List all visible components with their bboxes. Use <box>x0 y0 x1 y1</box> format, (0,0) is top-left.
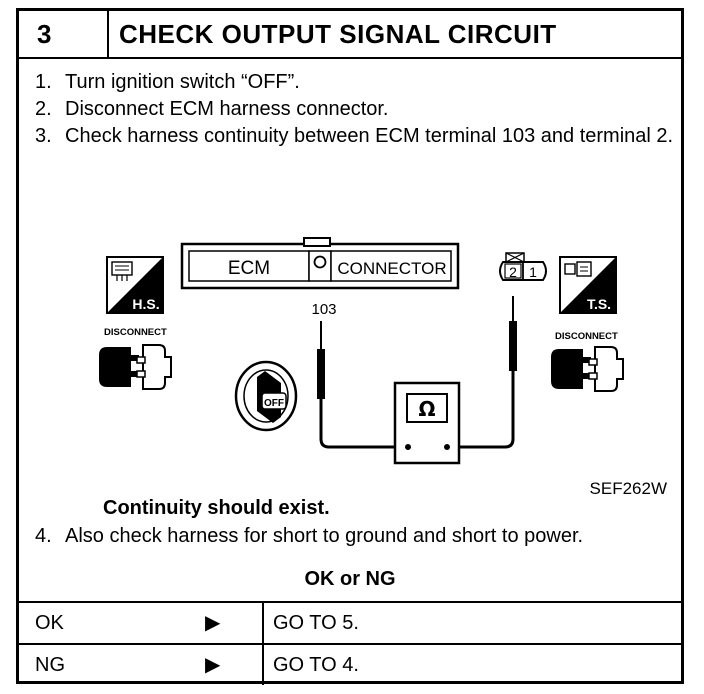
procedure-title: CHECK OUTPUT SIGNAL CIRCUIT <box>119 19 557 49</box>
instruction-text: Turn ignition switch “OFF”. <box>65 71 300 93</box>
instruction-item: 3. Check harness continuity between ECM … <box>35 123 675 150</box>
ecm-label: ECM <box>228 258 270 279</box>
ohmmeter: Ω <box>393 381 461 465</box>
hs-label: H.S. <box>132 296 159 312</box>
disconnect-left-label: DISCONNECT <box>104 327 167 338</box>
ignition-key-icon: OFF <box>234 360 298 432</box>
instruction-item: 4. Also check harness for short to groun… <box>35 523 675 550</box>
arrow-icon: ▶ <box>205 654 221 676</box>
result-action: GO TO 5. <box>273 612 359 634</box>
procedure-header: 3 CHECK OUTPUT SIGNAL CIRCUIT <box>19 11 681 59</box>
instruction-text: Also check harness for short to ground a… <box>65 525 584 547</box>
result-heading: OK or NG <box>304 568 396 590</box>
instruction-number: 1. <box>35 71 52 93</box>
harness-connector-pins: 2 1 <box>499 252 547 281</box>
connector-label: CONNECTOR <box>337 259 446 278</box>
continuity-note: Continuity should exist. <box>103 497 330 519</box>
terminal-side-icon <box>564 261 592 277</box>
column-divider <box>262 645 264 685</box>
instruction-list: 1. Turn ignition switch “OFF”. 2. Discon… <box>35 69 675 150</box>
pin-1-label: 1 <box>529 264 537 280</box>
instruction-number: 3. <box>35 125 52 147</box>
result-key: NG <box>35 654 65 676</box>
ts-badge: T.S. <box>559 256 617 314</box>
diagram-svg: ECM CONNECTOR 103 Ω <box>99 237 667 498</box>
ecm-connector: ECM CONNECTOR 103 <box>180 237 460 318</box>
result-action: GO TO 4. <box>273 654 359 676</box>
harness-side-icon <box>111 261 133 281</box>
instruction-item: 1. Turn ignition switch “OFF”. <box>35 69 675 96</box>
left-probe <box>317 321 404 449</box>
wiring-diagram: ECM CONNECTOR 103 Ω <box>19 231 681 501</box>
terminal-103-label: 103 <box>311 301 336 318</box>
result-key: OK <box>35 612 64 634</box>
disconnect-right-icon <box>551 346 624 392</box>
instruction-item: 2. Disconnect ECM harness connector. <box>35 96 675 123</box>
column-divider <box>262 603 264 643</box>
result-row-ok: OK ▶ GO TO 5. <box>19 601 681 643</box>
pin-2-label: 2 <box>509 264 517 280</box>
disconnect-right-label: DISCONNECT <box>555 331 618 342</box>
right-probe <box>451 296 517 449</box>
key-off-label: OFF <box>264 398 284 409</box>
step-number: 3 <box>19 11 109 57</box>
arrow-icon: ▶ <box>205 612 221 634</box>
procedure-frame: 3 CHECK OUTPUT SIGNAL CIRCUIT 1. Turn ig… <box>16 8 684 685</box>
ts-label: T.S. <box>587 296 611 312</box>
figure-code: SEF262W <box>590 479 667 498</box>
ohm-symbol: Ω <box>418 397 435 421</box>
disconnect-left-icon <box>99 344 172 390</box>
instruction-number: 4. <box>35 525 52 547</box>
instruction-number: 2. <box>35 98 52 120</box>
instruction-text: Disconnect ECM harness connector. <box>65 98 389 120</box>
result-row-ng: NG ▶ GO TO 4. <box>19 643 681 685</box>
hs-badge: H.S. <box>106 256 164 314</box>
instruction-text: Check harness continuity between ECM ter… <box>65 125 674 147</box>
